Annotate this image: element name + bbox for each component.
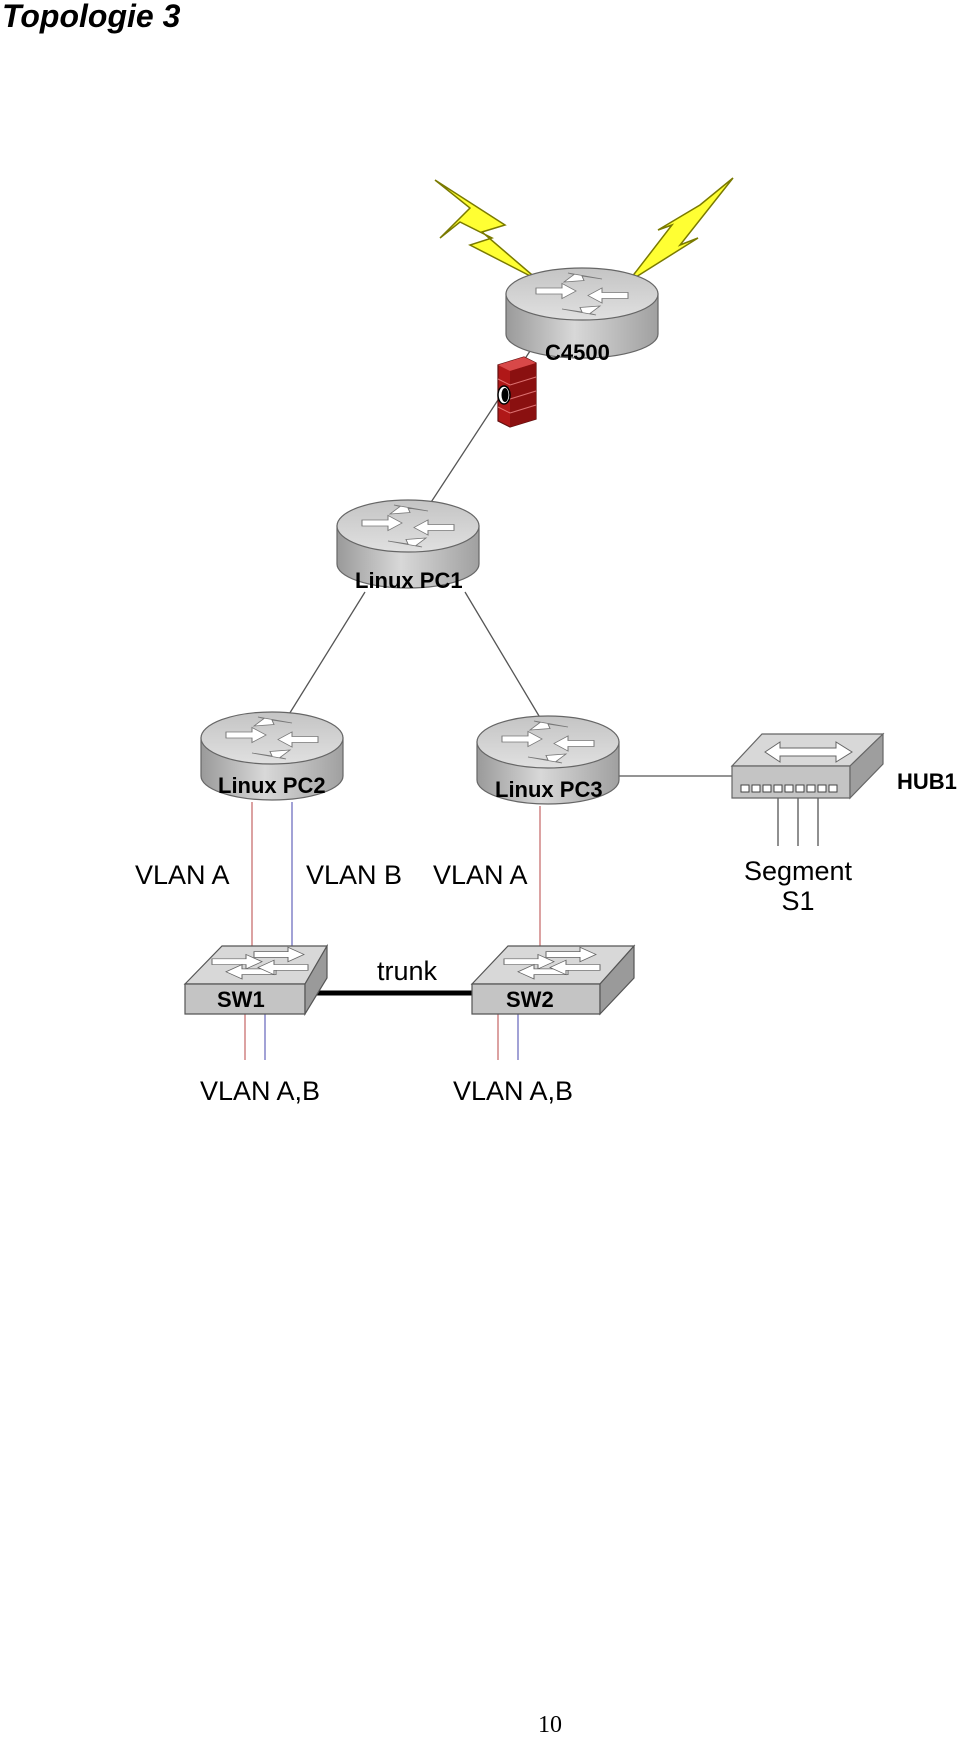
label-trunk: trunk bbox=[377, 956, 438, 986]
hub1[interactable] bbox=[730, 732, 885, 800]
label-c4500: C4500 bbox=[545, 340, 610, 365]
link-pc1-pc2 bbox=[282, 591, 366, 725]
label-sw1-vlans: VLAN A,B bbox=[200, 1076, 321, 1106]
page-title: Topologie 3 bbox=[2, 0, 181, 34]
segment-line-1: Segment bbox=[743, 856, 853, 886]
segment-line-2: S1 bbox=[781, 886, 815, 916]
label-linux-pc2: Linux PC2 bbox=[218, 773, 326, 798]
switch-sw2[interactable] bbox=[470, 944, 636, 1016]
double-arrow-icon bbox=[764, 741, 853, 763]
label-sw1: SW1 bbox=[217, 987, 265, 1012]
label-linux-pc1: Linux PC1 bbox=[355, 568, 463, 593]
hub-ports bbox=[740, 784, 838, 793]
router-linux-pc1[interactable] bbox=[336, 499, 480, 589]
wan-link-lightning-right bbox=[627, 177, 734, 283]
router-linux-pc2[interactable] bbox=[200, 711, 344, 801]
firewall-icon bbox=[497, 356, 537, 428]
router-c4500[interactable] bbox=[505, 267, 659, 359]
wan-link-lightning-left bbox=[434, 179, 539, 281]
router-linux-pc3[interactable] bbox=[476, 715, 620, 805]
page-number: 10 bbox=[538, 1712, 562, 1738]
label-pc3-vlan-a: VLAN A bbox=[433, 860, 528, 890]
label-pc2-vlan-b: VLAN B bbox=[306, 860, 403, 890]
switch-sw1[interactable] bbox=[183, 943, 329, 1017]
label-segment-s1: Segment S1 bbox=[723, 856, 873, 916]
label-pc2-vlan-a: VLAN A bbox=[135, 860, 230, 890]
link-pc1-pc3 bbox=[464, 591, 546, 727]
label-sw2: SW2 bbox=[506, 987, 554, 1012]
label-linux-pc3: Linux PC3 bbox=[495, 777, 603, 802]
label-hub1: HUB1 bbox=[897, 769, 957, 794]
label-sw2-vlans: VLAN A,B bbox=[453, 1076, 574, 1106]
